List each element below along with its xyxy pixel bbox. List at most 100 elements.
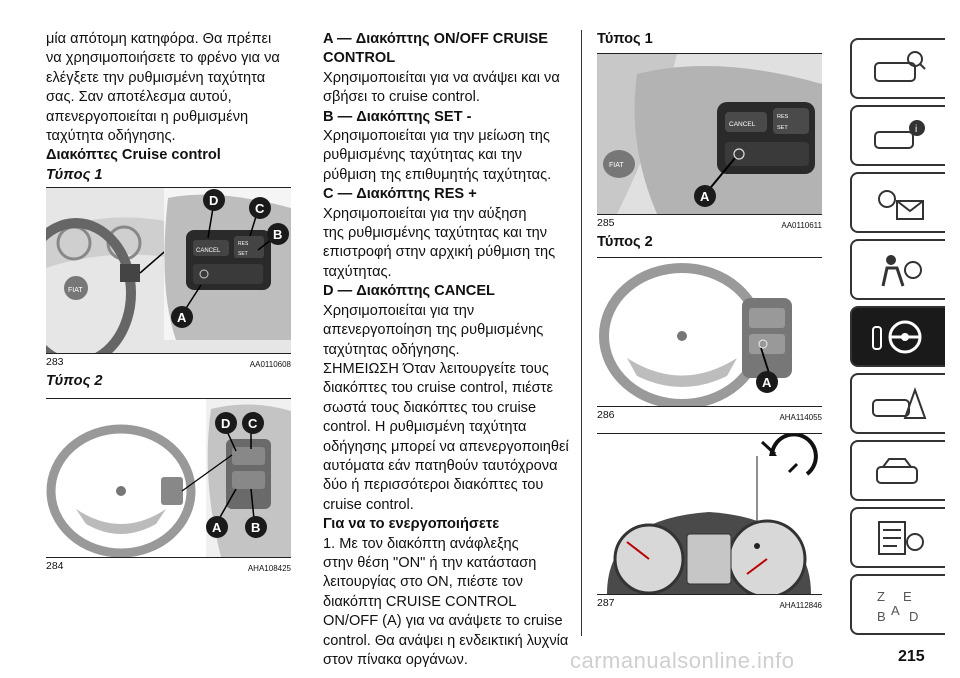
text-line: στην θέση "ON" ή την κατάσταση xyxy=(323,554,537,571)
switch-a-heading: CONTROL xyxy=(323,50,396,67)
text-line: διακόπτη CRUISE CONTROL xyxy=(323,593,517,610)
figure-code: AHA108425 xyxy=(247,563,291,573)
tab-safety[interactable] xyxy=(850,239,945,300)
brand-logo-text: FIAT xyxy=(609,162,624,169)
figure-code: AA0110611 xyxy=(781,221,822,231)
note-line: δύο ή περισσότεροι διακόπτες του xyxy=(323,477,544,494)
text-line: λειτουργίας στο ON, πιέστε τον xyxy=(323,574,523,591)
cruise-switch-closeup-type1: FIAT CANCEL RES SET A xyxy=(597,54,822,215)
figure-284-caption: 284 AHA108425 xyxy=(46,559,291,576)
res-label: RES xyxy=(777,114,789,120)
switch-b-heading: B — Διακόπτης SET - xyxy=(323,108,472,125)
text-line: ρύθμιση της επιθυμητής ταχύτητας. xyxy=(323,166,552,183)
svg-text:B: B xyxy=(877,609,886,624)
note-line: διακόπτες του cruise control, πιέστε xyxy=(323,380,553,397)
figure-number: 283 xyxy=(46,356,64,369)
figure-283-caption: 283 AA0110608 xyxy=(46,355,291,372)
text-line: 1. Με τον διακόπτη ανάφλεξης xyxy=(323,535,519,552)
text-line: ταχύτητα οδήγησης. xyxy=(46,128,176,145)
cancel-label: CANCEL xyxy=(196,248,221,254)
text-line: ταχύτητας οδήγησης. xyxy=(323,341,460,358)
text-line: απενεργοποιείται η ρυθμισμένη xyxy=(46,108,249,125)
label-d: D xyxy=(209,193,218,208)
switch-c-heading: C — Διακόπτης RES + xyxy=(323,186,477,203)
figure-number: 284 xyxy=(46,559,64,572)
warning-light-icon xyxy=(877,189,924,220)
specifications-icon xyxy=(877,520,924,555)
label-b: B xyxy=(273,227,282,242)
tab-starting-driving[interactable] xyxy=(850,306,945,367)
text-line: control. Θα ανάψει η ενδεικτική λυχνία xyxy=(323,632,569,649)
dashboard-icon xyxy=(873,50,926,82)
note-line: αυτόματα εάν πατηθούν ταυτόχρονα xyxy=(323,457,558,474)
figure-number: 287 xyxy=(597,596,615,609)
svg-text:D: D xyxy=(909,609,918,624)
text-line: στον πίνακα οργάνων. xyxy=(323,652,468,668)
tab-warning-lights[interactable] xyxy=(850,172,945,233)
note-line: control. Η ρυθμισμένη ταχύτητα xyxy=(323,419,527,436)
label-d: D xyxy=(221,416,230,431)
activation-heading: Για να το ενεργοποιήσετε xyxy=(323,516,500,533)
svg-text:A: A xyxy=(891,603,900,618)
tab-emergency[interactable] xyxy=(850,373,945,434)
tab-dashboard[interactable] xyxy=(850,38,945,99)
text-line: ρυθμισμένης ταχύτητας και την xyxy=(323,147,523,164)
service-car-icon xyxy=(875,457,918,484)
label-c: C xyxy=(255,201,265,216)
type2-heading: Τύπος 2 xyxy=(597,234,653,251)
text-line: σας. Σαν αποτέλεσμα αυτού, xyxy=(46,89,232,106)
cruise-control-warning-icon xyxy=(760,433,818,476)
text-line: απενεργοποίηση της ρυθμισμένης xyxy=(323,322,544,339)
page-number: 215 xyxy=(898,648,925,665)
column-1: μία απότομη κατηφόρα. Θα πρέπει να χρησι… xyxy=(46,30,291,576)
text-line: Χρησιμοποιείται για την μείωση της xyxy=(323,128,550,145)
text-line: Χρησιμοποιείται για την αύξηση xyxy=(323,205,527,222)
figure-283: FIAT CANCEL RES SET A D C B xyxy=(46,187,291,355)
text-line: Χρησιμοποιείται για να ανάψει και να xyxy=(323,69,560,86)
figure-number: 285 xyxy=(597,217,615,230)
cruise-switch-illustration-type1: FIAT CANCEL RES SET A D C B xyxy=(46,188,291,354)
figure-284: D C A B xyxy=(46,397,291,558)
watermark: carmanualsonline.info xyxy=(570,648,795,673)
type1-heading: Τύπος 1 xyxy=(597,31,653,47)
cruise-switch-illustration-type2: D C A B xyxy=(46,398,291,557)
text-line: επιστροφή στην αρχική ρύθμιση της xyxy=(323,244,556,261)
figure-number: 286 xyxy=(597,408,615,421)
text-line: της ρυθμισμένης ταχύτητας και την xyxy=(323,225,548,242)
text-line: Χρησιμοποιείται για την xyxy=(323,302,475,319)
column-3: Τύπος 1 FIAT CANCEL RES SET A 285 AA0110… xyxy=(597,30,822,613)
switch-a-heading: A — Διακόπτης ON/OFF CRUISE xyxy=(323,31,548,47)
note-line: σωστά τους διακόπτες του cruise xyxy=(323,399,537,416)
instrument-cluster-illustration xyxy=(597,433,822,594)
figure-286-caption: 286 AHA114055 xyxy=(597,408,822,425)
figure-285: FIAT CANCEL RES SET A xyxy=(597,53,822,216)
type2-heading: Τύπος 2 xyxy=(46,373,103,390)
brand-logo-text: FIAT xyxy=(68,287,83,294)
svg-text:E: E xyxy=(903,589,912,604)
cruise-switch-closeup-type2: A xyxy=(597,257,822,406)
label-a: A xyxy=(700,189,710,204)
text-line: ON/OFF (A) για να ανάψετε το cruise xyxy=(323,613,563,630)
tab-maintenance[interactable] xyxy=(850,440,945,501)
airbag-icon xyxy=(881,254,922,286)
note-line: οδήγησης μπορεί να απενεργοποιηθεί xyxy=(323,438,569,455)
section-heading: Διακόπτες Cruise control xyxy=(46,147,221,164)
intro-paragraph: μία απότομη κατηφόρα. Θα πρέπει να χρησι… xyxy=(46,30,291,146)
set-label: SET xyxy=(238,251,248,257)
set-label: SET xyxy=(777,125,788,131)
tab-info[interactable]: i xyxy=(850,105,945,166)
figure-code: AA0110608 xyxy=(249,360,291,370)
info-car-icon: i xyxy=(873,119,925,149)
note-line: ΣΗΜΕΙΩΣΗ Όταν λειτουργείτε τους xyxy=(323,360,549,377)
label-c: C xyxy=(248,416,258,431)
breakdown-icon xyxy=(871,386,926,419)
label-a: A xyxy=(762,375,772,390)
text-line: σβήσει το cruise control. xyxy=(323,89,480,106)
tab-technical-data[interactable] xyxy=(850,507,945,568)
text-line: ελέγξετε την ρυθμισμένη ταχύτητα xyxy=(46,69,266,86)
label-a: A xyxy=(212,520,222,535)
svg-text:Z: Z xyxy=(877,589,885,604)
